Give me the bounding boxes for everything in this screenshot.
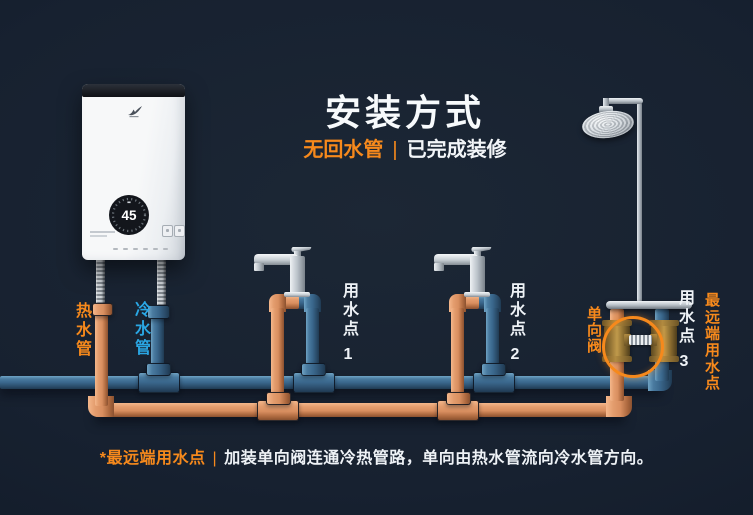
hot-pipe-faucet1-elbow xyxy=(269,294,286,312)
heater-fine-print xyxy=(90,235,107,237)
cold-pipe-tee-faucet1-branch xyxy=(301,363,326,376)
shower-head-connector xyxy=(599,106,613,113)
faucet-2 xyxy=(434,247,492,297)
subtitle: 无回水管 | 已完成装修 xyxy=(303,133,506,162)
faucet-1 xyxy=(254,247,312,297)
shower-vertical-pipe xyxy=(637,103,642,302)
hot-pipe-heater-fitting xyxy=(92,303,113,316)
page-title: 安装方式 xyxy=(324,92,486,133)
hot-pipe-tee-faucet1-branch xyxy=(266,392,291,405)
footnote: *最远端用水点 | 加装单向阀连通冷热管路，单向由热水管流向冷水管方向。 xyxy=(0,444,753,468)
cold-water-hose xyxy=(157,258,166,308)
cold-pipe-faucet1-elbow xyxy=(304,294,321,312)
footnote-divider: | xyxy=(212,450,218,467)
heater-brand-logo-icon xyxy=(128,106,142,118)
shower-head-icon xyxy=(580,107,636,142)
heater-wifi-icon xyxy=(174,225,185,237)
footnote-text: 加装单向阀连通冷热管路，单向由热水管流向冷水管方向。 xyxy=(224,450,654,467)
label-hot-water-pipe: 热水管 xyxy=(73,302,90,359)
subtitle-highlight: 无回水管 xyxy=(303,139,384,161)
hot-water-hose xyxy=(96,258,105,306)
heater-temp-value: 45 xyxy=(121,208,137,223)
label-farthest-use-point: 最远端用水点 xyxy=(703,292,720,392)
hot-pipe-main-run xyxy=(95,403,625,417)
cold-pipe-faucet1-riser xyxy=(306,308,319,378)
label-cold-water-pipe: 冷水管 xyxy=(132,301,149,358)
cold-pipe-tee-heater-branch xyxy=(146,363,171,376)
hot-pipe-faucet2-riser xyxy=(451,308,464,408)
shower-mixer-bar xyxy=(606,301,692,309)
water-heater: 45 xyxy=(82,84,185,260)
hot-pipe-faucet2-elbow xyxy=(449,294,466,312)
hot-pipe-faucet1-riser xyxy=(271,308,284,408)
shower-arm-elbow xyxy=(603,98,609,111)
cold-pipe-heater-fitting xyxy=(147,305,170,319)
label-check-valve: 单向阀 xyxy=(585,306,602,354)
heater-temperature-display: 45 xyxy=(109,195,149,235)
label-use-point-1: 用水点 1 xyxy=(340,282,357,363)
valve-highlight-circle xyxy=(602,316,664,378)
heater-button-row xyxy=(113,248,168,250)
label-use-point-2: 用水点 2 xyxy=(507,282,524,363)
subtitle-divider: | xyxy=(392,139,398,161)
footnote-highlight: *最远端用水点 xyxy=(99,450,206,467)
hot-pipe-right-elbow xyxy=(606,396,632,417)
cold-pipe-faucet2-elbow xyxy=(484,294,501,312)
heater-fine-print xyxy=(90,231,115,233)
hot-pipe-tee-faucet2-branch xyxy=(446,392,471,405)
cold-pipe-faucet2-riser xyxy=(486,308,499,378)
shower-arm xyxy=(603,98,643,104)
cold-pipe-tee-faucet2-branch xyxy=(481,363,506,376)
subtitle-text: 已完成装修 xyxy=(406,139,507,161)
hot-pipe-heater-riser xyxy=(95,312,108,406)
label-use-point-3: 用水点 3 xyxy=(676,289,693,370)
cold-pipe-heater-riser xyxy=(151,314,164,378)
heater-mode-icon xyxy=(162,225,173,237)
heater-top-cap xyxy=(82,84,185,97)
